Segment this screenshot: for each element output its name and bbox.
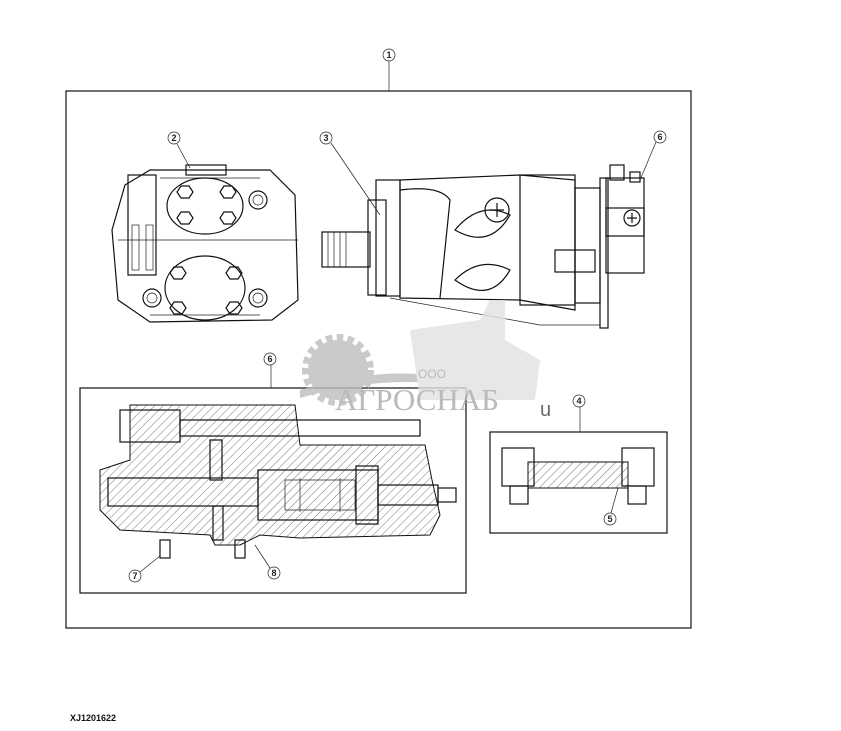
main-assembly-frame <box>65 90 692 629</box>
svg-text:5: 5 <box>607 514 612 524</box>
watermark-prefix: ООО <box>418 367 446 381</box>
svg-text:4: 4 <box>576 396 581 406</box>
pump-front-view <box>111 164 299 323</box>
detail-view-frame <box>489 431 668 534</box>
callout-5: 5 <box>603 512 617 526</box>
valve-section-view <box>99 404 457 559</box>
seal-detail-view <box>501 447 655 505</box>
svg-text:6: 6 <box>657 132 662 142</box>
agrosnab-watermark-logo: ООО АГРОСНАБ u <box>300 300 551 421</box>
section-view-frame <box>79 387 467 594</box>
svg-text:7: 7 <box>132 571 137 581</box>
svg-text:6: 6 <box>267 354 272 364</box>
callout-6-top: 6 <box>653 130 667 144</box>
svg-text:1: 1 <box>386 50 391 60</box>
reference-code: XJ1201622 <box>70 713 117 723</box>
callout-3: 3 <box>319 131 333 145</box>
callout-8: 8 <box>267 566 281 580</box>
pump-side-view <box>321 164 645 329</box>
leader-lines <box>139 61 657 573</box>
callout-1: 1 <box>382 48 396 62</box>
svg-text:2: 2 <box>171 133 176 143</box>
callout-4: 4 <box>572 394 586 408</box>
callout-6-section: 6 <box>263 352 277 366</box>
watermark-company-name: АГРОСНАБ <box>335 382 499 417</box>
callout-7: 7 <box>128 569 142 583</box>
callout-2: 2 <box>167 131 181 145</box>
svg-text:8: 8 <box>271 568 276 578</box>
svg-text:3: 3 <box>323 133 328 143</box>
watermark-suffix: u <box>540 399 551 421</box>
